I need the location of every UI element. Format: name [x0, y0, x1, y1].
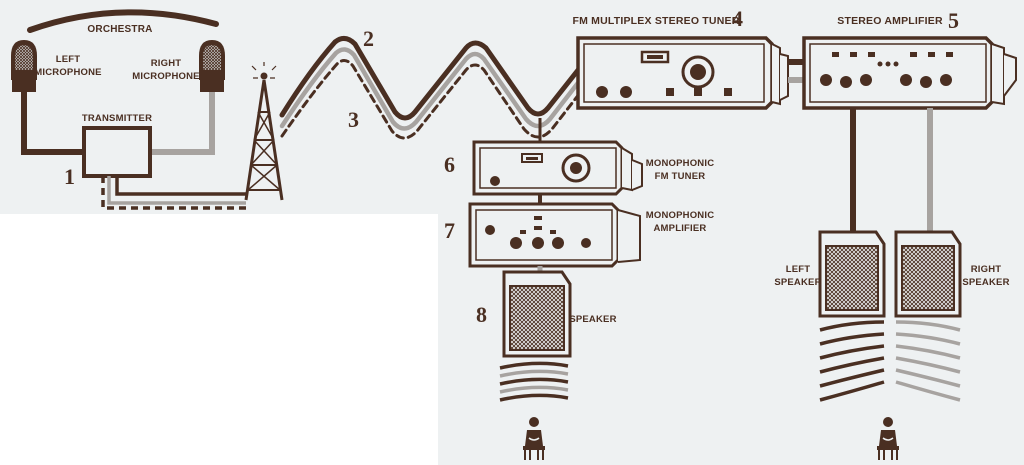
- transmitter-feed-dark: [115, 176, 246, 196]
- transmitter-box: [82, 126, 152, 178]
- transmitter-label: TRANSMITTER: [82, 113, 152, 124]
- right-sound-waves: [895, 320, 961, 402]
- step-number-1: 1: [64, 164, 75, 189]
- left-speaker-label-line2: SPEAKER: [774, 277, 821, 288]
- mono-fm-tuner-label-line2: FM TUNER: [655, 171, 706, 182]
- right-speaker-label-line2: SPEAKER: [962, 277, 1009, 288]
- mono-listener-icon: [523, 417, 545, 460]
- broadcast-signal: [279, 36, 592, 140]
- monophonic-amplifier: [468, 202, 641, 268]
- mono-speaker-label: SPEAKER: [569, 314, 616, 325]
- left-speaker: [818, 230, 886, 318]
- mono-amplifier-label-line1: MONOPHONIC: [646, 210, 715, 221]
- right-speaker: [894, 230, 962, 318]
- left-mic-label-line2: MICROPHONE: [34, 67, 101, 78]
- step-number-7: 7: [444, 218, 455, 243]
- step-number-3: 3: [348, 107, 359, 132]
- stereo-amplifier: [802, 36, 1017, 110]
- step-number-5: 5: [948, 8, 959, 33]
- transmitter-feed-gray: [107, 176, 246, 205]
- stereo-listener-icon: [877, 417, 899, 460]
- right-mic-label-line1: RIGHT: [151, 58, 182, 69]
- step-number-6: 6: [444, 152, 455, 177]
- mono-sound-waves: [499, 361, 569, 402]
- orchestra-stage-arc: [27, 9, 219, 33]
- fm-multiplex-tuner-label: FM MULTIPLEX STEREO TUNER: [573, 15, 740, 27]
- step-number-8: 8: [476, 302, 487, 327]
- blank-area: [0, 214, 438, 465]
- right-mic-label-line2: MICROPHONE: [132, 71, 199, 82]
- orchestra-label: ORCHESTRA: [87, 24, 152, 35]
- fm-multiplex-stereo-tuner: [576, 36, 789, 110]
- right-mic-cable: [150, 92, 215, 155]
- left-speaker-label-line1: LEFT: [786, 264, 811, 275]
- step-number-4: 4: [732, 6, 743, 31]
- left-sound-waves: [819, 320, 885, 402]
- left-mic-cable: [21, 92, 84, 155]
- monophonic-fm-tuner: [472, 140, 643, 196]
- right-speaker-label-line1: RIGHT: [971, 264, 1002, 275]
- mono-fm-tuner-label-line1: MONOPHONIC: [646, 158, 715, 169]
- mono-amplifier-label-line2: AMPLIFIER: [654, 223, 707, 234]
- step-number-2: 2: [363, 26, 374, 51]
- right-microphone-icon: [199, 40, 225, 92]
- mono-speaker: [502, 270, 572, 358]
- radio-tower-icon: [244, 62, 284, 201]
- left-microphone-icon: [11, 40, 37, 92]
- stereo-amplifier-label: STEREO AMPLIFIER: [837, 15, 943, 27]
- left-mic-label-line1: LEFT: [56, 54, 81, 65]
